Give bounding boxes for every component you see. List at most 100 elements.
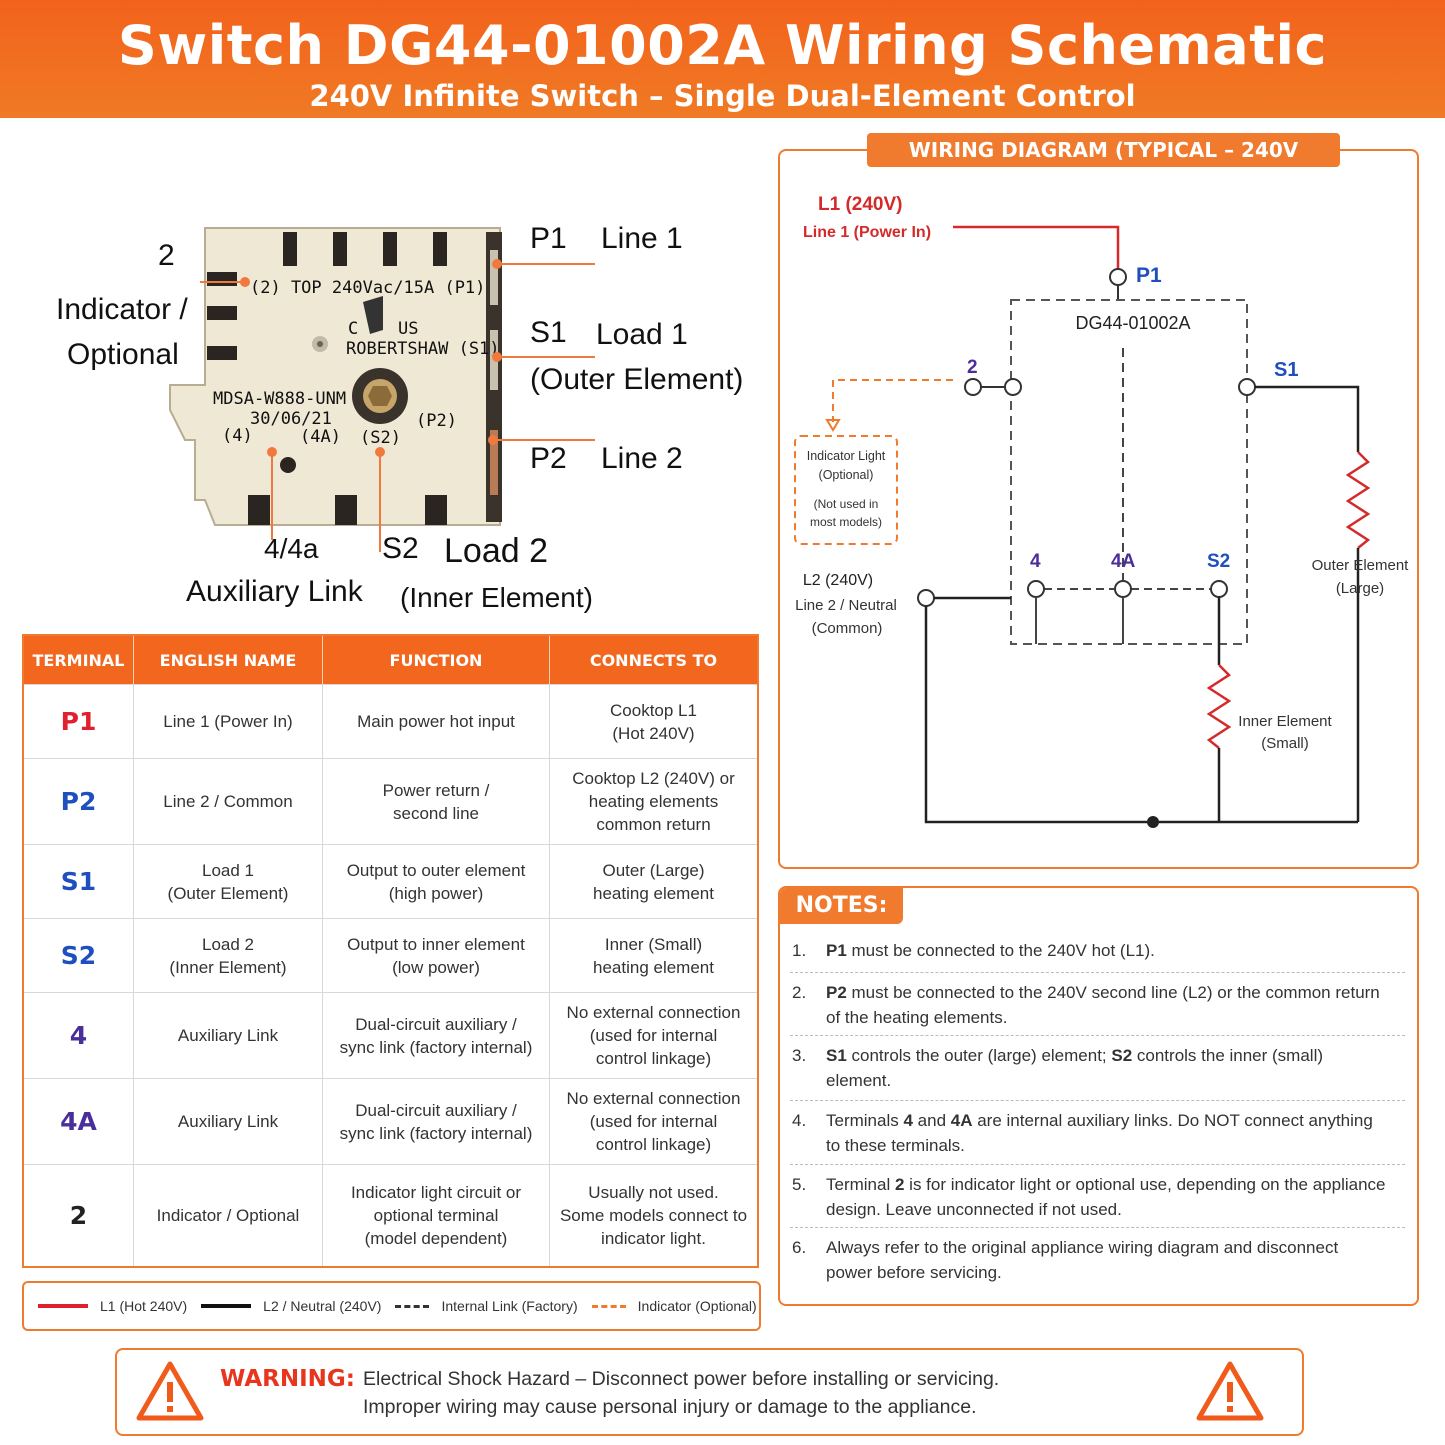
callout-p2-code: P2 (530, 442, 567, 475)
terminal-cell: P1 (22, 684, 134, 759)
legend-label: Indicator (Optional) (637, 1298, 757, 1314)
switch-box (1010, 299, 1248, 645)
warning-label: WARNING: (220, 1366, 355, 1392)
function-cell: Indicator light circuit or optional term… (322, 1164, 550, 1267)
note-number: 5. (792, 1175, 807, 1194)
terminal-cell: 4A (22, 1078, 134, 1165)
callout-dot-s1 (492, 352, 502, 362)
note-text: P1 must be connected to the 240V hot (L1… (826, 941, 1155, 960)
indicator-box (794, 435, 898, 545)
l2-title: L2 (240V) (803, 572, 873, 589)
common-node (1147, 816, 1159, 828)
callout-lines (200, 263, 595, 552)
note-divider (790, 1227, 1405, 1228)
l2-subtitle: Line 2 / Neutral (795, 597, 897, 614)
col-header-connects: CONNECTS TO (549, 635, 759, 685)
l1-title: L1 (240V) (818, 194, 902, 215)
switch-text-s2: (S2) (360, 428, 401, 448)
terminal-cell: S2 (22, 918, 134, 993)
legend-item: L2 / Neutral (240V) (201, 1298, 381, 1314)
switch-text-model: MDSA-W888-UNM (213, 389, 346, 409)
switch-text-us: US (398, 319, 418, 339)
connects-cell: Cooktop L2 (240V) or heating elements co… (549, 758, 759, 845)
connects-cell: No external connection (used for interna… (549, 992, 759, 1079)
function-cell: Dual-circuit auxiliary / sync link (fact… (322, 992, 550, 1079)
name-cell: Load 1 (Outer Element) (133, 844, 323, 919)
s1-label: S1 (1274, 359, 1298, 381)
notes-panel: 1. P1 must be connected to the 240V hot (… (778, 886, 1419, 1306)
notes-title: NOTES: (780, 888, 903, 924)
switch-text-c: C (348, 319, 358, 339)
note-text: Terminals 4 and 4A are internal auxiliar… (826, 1111, 1373, 1155)
callout-dot-4 (267, 447, 277, 457)
note-number: 1. (792, 941, 807, 960)
t2-terminal-outer (964, 378, 982, 396)
legend-label: L1 (Hot 240V) (100, 1298, 188, 1314)
switch-text-4a: (4A) (300, 427, 341, 447)
callout-2-name: Indicator / (56, 293, 188, 326)
legend-label: L2 / Neutral (240V) (263, 1298, 382, 1314)
outer-element-label: Outer Element (1312, 557, 1410, 574)
legend-line-swatch (395, 1304, 430, 1308)
switch-text-rating: (2) TOP 240Vac/15A (P1) (250, 278, 485, 298)
name-cell: Indicator / Optional (133, 1164, 323, 1267)
note-number: 3. (792, 1046, 807, 1065)
note-divider (790, 972, 1405, 973)
wiring-diagram: L1 (240V) Line 1 (Power In) P1 DG44-0100… (794, 194, 1410, 828)
callout-2-name2: Optional (67, 338, 179, 371)
switch-printing: (2) TOP 240Vac/15A (P1) C US ROBERTSHAW … (213, 278, 500, 448)
note-number: 2. (792, 983, 807, 1002)
t4-terminal (1027, 580, 1045, 598)
t2-label: 2 (967, 357, 978, 378)
callout-2-code: 2 (158, 239, 175, 272)
terminal-table: TERMINAL ENGLISH NAME FUNCTION CONNECTS … (22, 634, 759, 1268)
indicator-label-4: most models) (810, 515, 882, 529)
s1-terminal (1238, 378, 1256, 396)
callout-4-name: Auxiliary Link (186, 575, 363, 608)
switch-body (169, 227, 502, 526)
line-legend: L1 (Hot 240V)L2 / Neutral (240V)Internal… (22, 1281, 761, 1331)
terminal-cell: 2 (22, 1164, 134, 1267)
col-header-name: ENGLISH NAME (133, 635, 323, 685)
outer-element-sub: (Large) (1336, 580, 1384, 597)
name-cell: Line 1 (Power In) (133, 684, 323, 759)
l1-subtitle: Line 1 (Power In) (803, 224, 931, 241)
t2-terminal-inner (1004, 378, 1022, 396)
name-cell: Auxiliary Link (133, 992, 323, 1079)
callout-s1-code: S1 (530, 316, 567, 349)
inner-element-sub: (Small) (1261, 735, 1309, 752)
indicator-label-1: Indicator Light (807, 449, 886, 463)
callout-4-code: 4/4a (264, 533, 319, 564)
callout-dot-2 (240, 277, 250, 287)
terminal-cell: S1 (22, 844, 134, 919)
inner-element-label: Inner Element (1238, 713, 1332, 730)
header-banner: Switch DG44-01002A Wiring Schematic 240V… (0, 0, 1445, 118)
callout-s2-desc: (Inner Element) (400, 582, 593, 613)
note-text: Terminal 2 is for indicator light or opt… (826, 1175, 1386, 1219)
callout-dot-p1 (492, 259, 502, 269)
connects-cell: Inner (Small) heating element (549, 918, 759, 993)
callout-p1-code: P1 (530, 222, 567, 255)
table-header-row: TERMINAL ENGLISH NAME FUNCTION CONNECTS … (23, 635, 759, 685)
callout-s2-code: S2 (382, 532, 419, 565)
note-number: 6. (792, 1238, 807, 1257)
function-cell: Power return / second line (322, 758, 550, 845)
note-number: 4. (792, 1111, 807, 1130)
legend-item: L1 (Hot 240V) (38, 1298, 187, 1314)
l1-wire (953, 225, 1120, 268)
name-cell: Load 2 (Inner Element) (133, 918, 323, 993)
callout-s1-name: Load 1 (596, 318, 688, 351)
note-divider (790, 1100, 1405, 1101)
callout-dot-p2 (488, 435, 498, 445)
note-text: S1 controls the outer (large) element; S… (826, 1046, 1324, 1090)
callout-s1-desc: (Outer Element) (530, 363, 744, 396)
warning-triangle-icon (136, 1361, 204, 1421)
wiring-diagram-title: WIRING DIAGRAM (TYPICAL – 240V SYSTEM) (867, 133, 1340, 196)
note-text: P2 must be connected to the 240V second … (826, 983, 1380, 1027)
